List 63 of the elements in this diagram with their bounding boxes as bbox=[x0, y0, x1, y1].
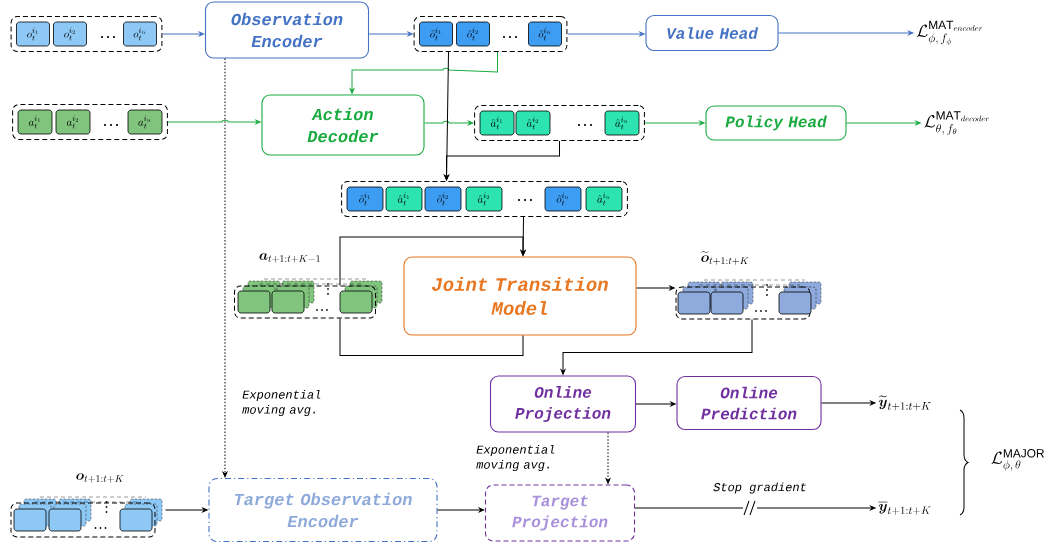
arrow bbox=[424, 120, 474, 126]
process-box: Online Projection bbox=[489, 375, 637, 433]
process-box: Joint Transition Model bbox=[403, 256, 637, 336]
token-box: $\hat{a}_t^{i_1}$ bbox=[479, 110, 515, 136]
arrow bbox=[560, 319, 753, 375]
process-box: Online Prediction bbox=[676, 375, 822, 431]
token-box: $\hat{o}_t^{i_1}$ bbox=[346, 186, 384, 212]
stack-label: $\widetilde{\boldsymbol{o}}_{t+1:t+K}$ bbox=[700, 251, 749, 265]
loss-formula: $\widetilde{\boldsymbol{y}}_{t+1:t+K}$ bbox=[878, 395, 931, 411]
arrow bbox=[444, 140, 560, 181]
loss-formula: $\mathcal{L}_{\theta,\, f_{\theta}}^{\mathrm{MAT}_{decoder}}$ bbox=[924, 111, 989, 135]
token-box: $\hat{a}_t^{i_2}$ bbox=[515, 110, 551, 136]
process-box: Action Decoder bbox=[261, 94, 425, 156]
token-box: $o_t^{i_2}$ bbox=[53, 21, 87, 47]
arrow bbox=[846, 120, 921, 126]
loss-formula: $\overline{\boldsymbol{y}}_{t+1:t+K}$ bbox=[878, 502, 931, 515]
token-box: $a_t^{i_n}$ bbox=[127, 109, 163, 135]
arrow bbox=[437, 507, 485, 513]
arrow bbox=[635, 401, 676, 407]
arrow bbox=[605, 432, 611, 484]
arrow bbox=[165, 507, 208, 513]
arrow bbox=[368, 31, 413, 37]
token-box: $\hat{a}_t^{i_1}$ bbox=[385, 186, 423, 212]
token-box: $\hat{o}_t^{i_2}$ bbox=[424, 186, 462, 212]
stack-label: $\boldsymbol{o}_{t+1:t+K}$ bbox=[76, 473, 124, 483]
dashed-group bbox=[474, 105, 645, 141]
edge-label: Stop gradient bbox=[712, 481, 808, 495]
token-box: $\hat{a}_t^{i_2}$ bbox=[465, 186, 503, 212]
token-box: $\hat{o}_t^{i_n}$ bbox=[528, 21, 562, 47]
arrow bbox=[349, 51, 498, 94]
dashed-group bbox=[413, 16, 568, 52]
token-box: $\hat{o}_t^{i_2}$ bbox=[456, 21, 490, 47]
token-box: $o_t^{i_n}$ bbox=[123, 21, 157, 47]
token-box: $o_t^{i_1}$ bbox=[16, 21, 50, 47]
arrow bbox=[167, 119, 261, 125]
arrow bbox=[644, 120, 705, 126]
arrow bbox=[778, 30, 914, 36]
process-box: Target Projection bbox=[484, 484, 636, 542]
token-box: $a_t^{i_1}$ bbox=[17, 109, 53, 135]
loss-formula: $\mathcal{L}_{\phi,\, f_{\phi}}^{\mathrm{MAT}_{encoder}}$ bbox=[916, 20, 983, 46]
arrow bbox=[339, 236, 526, 286]
token-box: $\hat{a}_t^{i_n}$ bbox=[585, 186, 623, 212]
stack-label: $\boldsymbol{a}_{t+1:t+K-1}$ bbox=[259, 253, 320, 263]
token-box: $\hat{o}_t^{i_n}$ bbox=[544, 186, 582, 212]
token-box: $a_t^{i_2}$ bbox=[55, 109, 91, 135]
process-box: Target Observation Encoder bbox=[208, 477, 438, 543]
dashed-group bbox=[341, 181, 628, 217]
arrow bbox=[161, 31, 205, 37]
arrow bbox=[634, 505, 876, 511]
arrow bbox=[821, 400, 876, 406]
dashed-group bbox=[12, 104, 168, 140]
process-box: Observation Encoder bbox=[204, 1, 370, 59]
arrow bbox=[636, 285, 675, 291]
token-box: $\hat{a}_t^{i_n}$ bbox=[604, 110, 640, 136]
token-box: $\hat{o}_t^{i_1}$ bbox=[419, 21, 453, 47]
arrow bbox=[222, 58, 228, 478]
loss-formula: $\mathcal{L}_{\phi,\,\theta}^{\mathrm{MAJOR}}$ bbox=[991, 449, 1044, 472]
edge-label: Exponential moving avg. bbox=[475, 443, 566, 473]
process-box: Value Head bbox=[645, 14, 779, 52]
dashed-group bbox=[10, 16, 163, 52]
arrow bbox=[566, 31, 645, 37]
process-box: Policy Head bbox=[705, 105, 847, 141]
edge-label: Exponential moving avg. bbox=[241, 388, 332, 418]
